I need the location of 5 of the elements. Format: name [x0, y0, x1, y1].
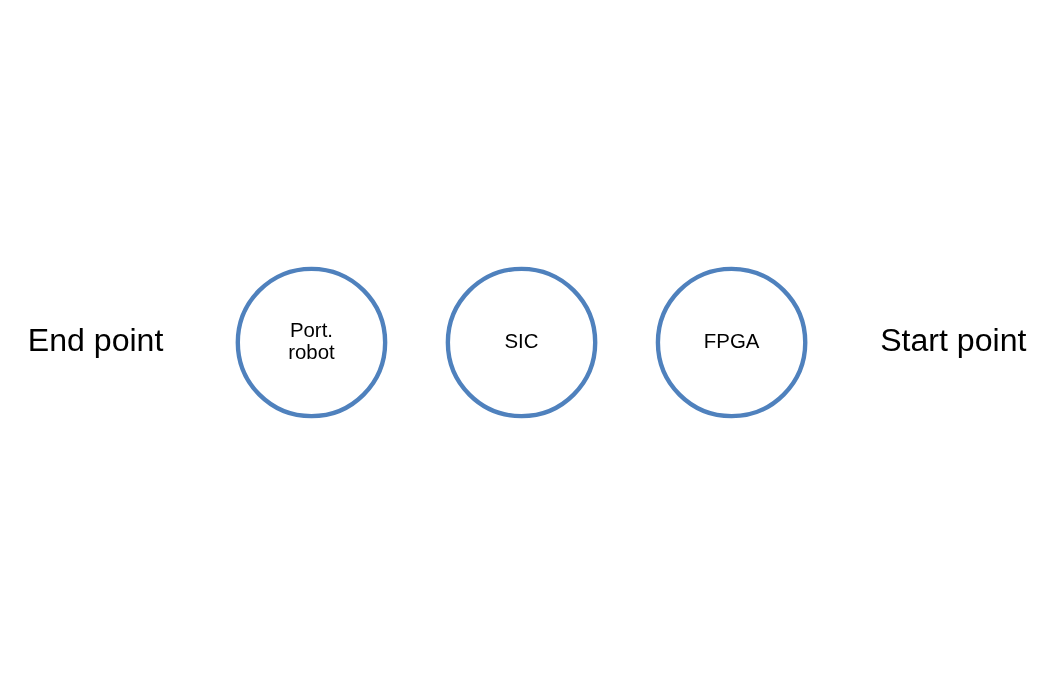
node-circle: SIC — [445, 266, 598, 418]
label: Start point — [880, 321, 1027, 358]
label: End point — [27, 321, 164, 358]
node-circle: Port. robot — [235, 266, 388, 418]
node-circle: FPGA — [655, 266, 808, 418]
